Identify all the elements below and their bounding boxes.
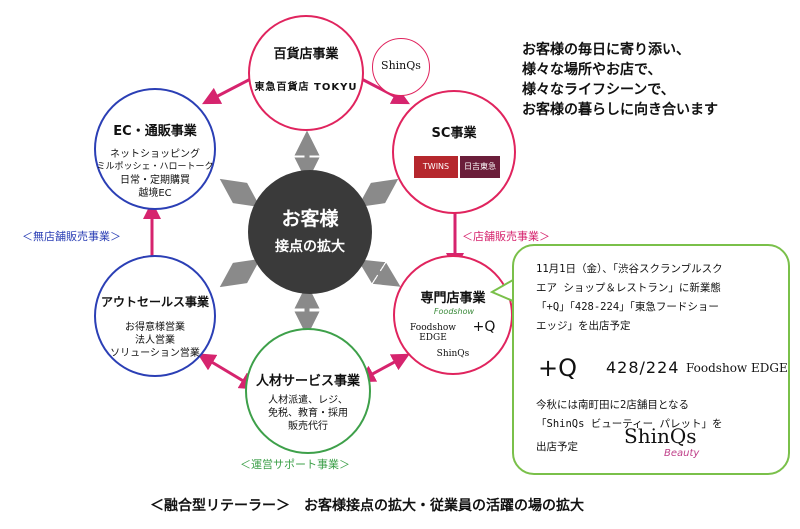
tagline-line-1: お客様の毎日に寄り添い、	[522, 42, 690, 58]
hr-title: 人材サービス事業	[255, 374, 360, 389]
shinqs-badge-label: ShinQs	[381, 59, 421, 72]
node-hr-services: 人材サービス事業 人材派遣、レジ、 免税、教育・採用 販売代行	[245, 328, 371, 454]
tagline-line-4: お客様の暮らしに向き合います	[522, 102, 718, 118]
outsales-line-3: ソリューション営業	[110, 348, 200, 359]
foodshow-edge-logo: Foodshow EDGE	[410, 323, 456, 343]
tagline: お客様の毎日に寄り添い、 様々な場所やお店で、 様々なライフシーンで、 お客様の…	[522, 40, 718, 120]
ec-line-2: ミルポッシェ・ハロートーク	[96, 162, 214, 172]
bubble-line-4: エッジ」を出店予定	[536, 320, 631, 332]
center-subtitle: 接点の拡大	[275, 239, 345, 255]
logo-428-224: 428/224	[606, 358, 680, 377]
bubble-line-7: 出店予定	[536, 441, 578, 453]
node-outsales: アウトセールス事業 お得意様営業 法人営業 ソリューション営業	[94, 255, 216, 377]
bubble-line-5: 今秋には南町田に2店舗目となる	[536, 399, 690, 411]
ec-line-1: ネットショッピング	[110, 149, 200, 160]
label-store: ＜店舗販売事業＞	[462, 230, 550, 243]
center-node: お客様 接点の拡大	[248, 170, 372, 294]
arrow-center-outlet	[219, 258, 261, 288]
ec-line-3: 日常・定期購買	[120, 175, 190, 186]
beauty-palette-logo: Beauty	[664, 448, 700, 459]
shinqs-beauty-logo: ShinQs	[624, 424, 697, 448]
ec-line-4: 越境EC	[138, 188, 172, 199]
arrow-center-specialty	[357, 259, 401, 287]
twins-logo: TWINS	[414, 156, 458, 178]
arrow-center-sc	[357, 178, 399, 208]
hr-line-2: 免税、教育・採用	[268, 408, 348, 419]
outsales-line-1: お得意様営業	[125, 322, 185, 333]
announcement-bubble: 11月1日（金）、「渋谷スクランブルスク エア ショップ＆レストラン」に新業態 …	[512, 244, 790, 475]
label-support: ＜運営サポート事業＞	[240, 458, 350, 471]
department-title: 百貨店事業	[273, 47, 339, 62]
outsales-line-2: 法人営業	[135, 335, 175, 346]
bubble-line-3: 「+Q」「428-224」「東急フードショー	[536, 301, 719, 313]
shinqs-small-logo: ShinQs	[436, 349, 470, 359]
hiyoshi-logo: 日吉東急	[460, 156, 500, 178]
node-sc: SC事業 TWINS 日吉東急	[392, 90, 516, 214]
arrow-center-ec	[219, 178, 261, 208]
outsales-title: アウトセールス事業	[100, 295, 209, 309]
plusq-logo: +Q	[472, 319, 496, 335]
sc-title: SC事業	[431, 126, 477, 141]
node-ec: EC・通販事業 ネットショッピング ミルポッシェ・ハロートーク 日常・定期購買 …	[94, 88, 216, 210]
bubble-line-2: エア ショップ＆レストラン」に新業態	[536, 282, 721, 294]
foodshow-logo: Foodshow	[433, 307, 475, 316]
bubble-line-6: 「ShinQs ビューティー パレット」を	[536, 418, 723, 430]
bubble-line-1: 11月1日（金）、「渋谷スクランブルスク	[536, 263, 723, 275]
center-title: お客様	[281, 208, 339, 230]
tagline-line-2: 様々な場所やお店で、	[522, 62, 662, 78]
node-specialty-store: 専門店事業 Foodshow Foodshow EDGE +Q ShinQs	[393, 255, 513, 375]
label-non-store: ＜無店舗販売事業＞	[22, 230, 121, 243]
foodshow-edge-big-logo: Foodshow EDGE	[686, 361, 788, 375]
hr-line-3: 販売代行	[288, 421, 328, 432]
tokyu-logo: 東急百貨店 TOKYU	[254, 82, 358, 93]
tagline-line-3: 様々なライフシーンで、	[522, 82, 675, 98]
ec-title: EC・通販事業	[113, 124, 197, 139]
arrow-outlet-hr	[197, 353, 258, 390]
arrow-specialty-hr	[357, 353, 410, 383]
shinqs-badge: ShinQs	[372, 38, 430, 96]
footer-caption: ＜融合型リテーラー＞ お客様接点の拡大・従業員の活躍の場の拡大	[150, 498, 584, 514]
plusq-big-logo: +Q	[538, 354, 577, 382]
hr-line-1: 人材派遣、レジ、	[268, 395, 348, 406]
specialty-title: 専門店事業	[420, 291, 486, 306]
node-department-store: 百貨店事業 東急百貨店 TOKYU	[248, 15, 364, 131]
